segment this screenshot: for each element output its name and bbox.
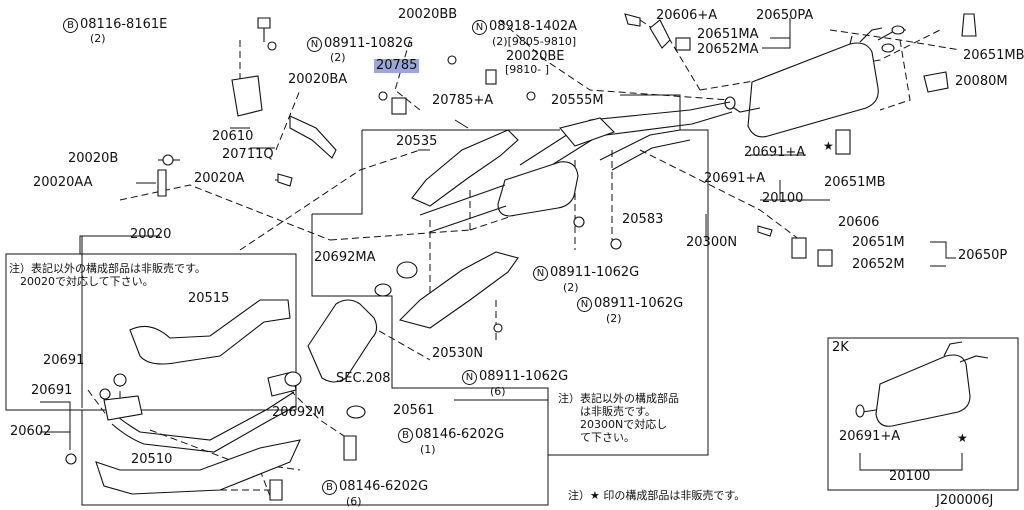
label-9810: [9810- ] bbox=[505, 63, 550, 76]
label-08911-1082G-qty: (2) bbox=[330, 51, 346, 64]
diagram-code: J200006J bbox=[936, 493, 994, 508]
label-20650P: 20650P bbox=[958, 248, 1008, 263]
center-pipe-20300N bbox=[519, 101, 733, 181]
label-20583: 20583 bbox=[622, 212, 664, 227]
label-20610: 20610 bbox=[212, 129, 254, 144]
label-20691-A-1: 20691+A bbox=[744, 145, 806, 160]
label-08918-sub: (2)[9805-9810] bbox=[492, 35, 577, 48]
label-20020A: 20020A bbox=[194, 171, 245, 186]
label-20020B: 20020B bbox=[68, 151, 119, 166]
inset-label-20691-A: 20691+A bbox=[839, 429, 901, 444]
inset-title-2K: 2K bbox=[832, 340, 849, 355]
label-20652M: 20652M bbox=[852, 257, 905, 272]
label-20606: 20606 bbox=[838, 215, 880, 230]
note-20300N: 注）表記以外の構成部品 は非販売です。 20300Nで対応し て下さい。 bbox=[558, 392, 679, 444]
label-20535: 20535 bbox=[396, 134, 438, 149]
label-08911-1062G-b-qty: (2) bbox=[606, 312, 622, 325]
label-20692MA: 20692MA bbox=[314, 250, 376, 265]
label-08911-1062G-c-qty: (6) bbox=[490, 385, 506, 398]
catalyst-sec208 bbox=[307, 299, 378, 383]
b-symbol: B bbox=[398, 428, 413, 443]
label-20651M: 20651M bbox=[852, 235, 905, 250]
label-20020BB: 20020BB bbox=[398, 7, 458, 22]
label-20691-A-2: 20691+A bbox=[704, 171, 766, 186]
front-pipe-20020 bbox=[129, 299, 291, 365]
label-20020AA: 20020AA bbox=[33, 175, 93, 190]
heat-shield-20530N bbox=[398, 251, 519, 329]
star-mark-inset: ★ bbox=[957, 431, 968, 445]
label-20561: 20561 bbox=[393, 403, 435, 418]
label-08116-qty: (2) bbox=[90, 32, 106, 45]
inset-box-2K bbox=[827, 337, 1019, 491]
label-sec208: SEC.208 bbox=[336, 371, 391, 386]
group-box-20300N bbox=[311, 94, 709, 456]
label-20300N: 20300N bbox=[686, 235, 738, 250]
label-20711Q: 20711Q bbox=[222, 147, 274, 162]
label-20651MB-mid: 20651MB bbox=[824, 175, 886, 190]
n-symbol: N bbox=[307, 37, 322, 52]
label-20650PA: 20650PA bbox=[756, 8, 814, 23]
label-20510: 20510 bbox=[131, 452, 173, 467]
label-20691-1: 20691 bbox=[43, 353, 85, 368]
label-20530N: 20530N bbox=[432, 346, 484, 361]
group-box-lower bbox=[81, 399, 549, 506]
n-symbol: N bbox=[533, 266, 548, 281]
label-20020BE: 20020BE bbox=[506, 49, 565, 64]
label-08146-a-qty: (1) bbox=[420, 443, 436, 456]
label-08146-b-qty: (6) bbox=[346, 495, 362, 508]
label-20691-2: 20691 bbox=[31, 383, 73, 398]
star-mark: ★ bbox=[823, 139, 834, 153]
note-20020: 注）表記以外の構成部品は非販売です。 20020で対応して下さい。 bbox=[9, 262, 206, 288]
label-08911-1062G-a-qty: (2) bbox=[563, 281, 579, 294]
b-symbol: B bbox=[63, 18, 78, 33]
heat-shield-20510 bbox=[95, 439, 301, 495]
n-symbol: N bbox=[462, 370, 477, 385]
label-20785-A: 20785+A bbox=[432, 93, 494, 108]
label-20606-A: 20606+A bbox=[656, 8, 718, 23]
label-20785-highlighted[interactable]: 20785 bbox=[374, 58, 420, 73]
b-symbol: B bbox=[322, 480, 337, 495]
label-20100: 20100 bbox=[762, 191, 804, 206]
label-20602: 20602 bbox=[10, 424, 52, 439]
label-20515: 20515 bbox=[188, 291, 230, 306]
heat-shield-20535 bbox=[411, 129, 519, 207]
inset-label-20100: 20100 bbox=[889, 469, 931, 484]
note-star-parts: 注）★ 印の構成部品は非販売です。 bbox=[568, 489, 746, 502]
label-20020: 20020 bbox=[130, 227, 172, 242]
label-20652MA: 20652MA bbox=[697, 42, 759, 57]
n-symbol: N bbox=[577, 297, 592, 312]
catalyst-body bbox=[497, 161, 579, 217]
n-symbol: N bbox=[472, 20, 487, 35]
label-20651MB-top: 20651MB bbox=[963, 48, 1024, 63]
label-20080M: 20080M bbox=[955, 74, 1008, 89]
label-20692M: 20692M bbox=[272, 405, 325, 420]
inset-muffler bbox=[875, 354, 971, 427]
group-box-20020 bbox=[5, 253, 297, 411]
label-20651MA: 20651MA bbox=[697, 27, 759, 42]
label-20555M: 20555M bbox=[551, 93, 604, 108]
muffler-20100 bbox=[747, 42, 879, 138]
label-20020BA: 20020BA bbox=[288, 72, 348, 87]
